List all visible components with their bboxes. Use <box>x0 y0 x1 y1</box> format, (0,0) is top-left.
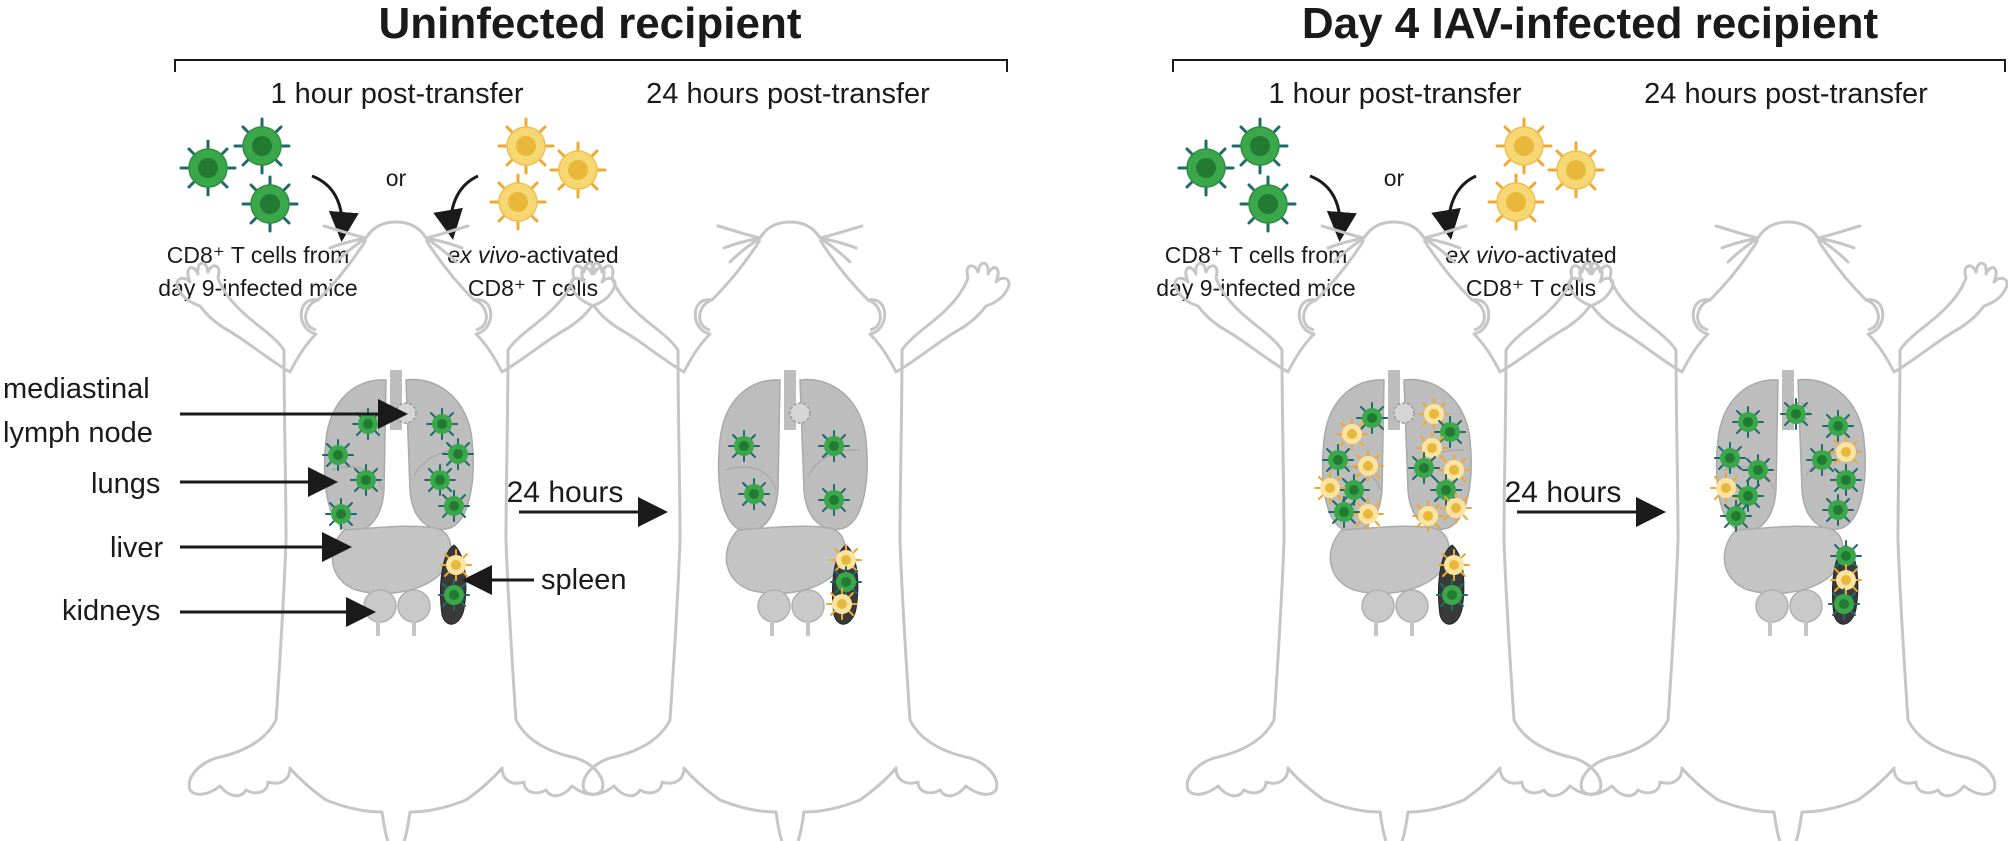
panel-uninfected: Uninfected recipient 1 hour post-transfe… <box>3 0 1011 841</box>
label-spleen: spleen <box>541 564 626 596</box>
organ-labels: mediastinal lymph node lungs liver kidne… <box>3 373 626 627</box>
column-label-24h: 24 hours post-transfer <box>646 78 930 110</box>
bracket <box>1172 59 2006 72</box>
transfer-arrow-activated <box>433 174 479 240</box>
mouse-24h <box>1567 220 2008 841</box>
panel-title: Day 4 IAV-infected recipient <box>1302 0 1879 48</box>
time-arrow-label: 24 hours <box>1505 476 1622 509</box>
transfer-arrow-memory <box>1309 174 1357 242</box>
memory-cells-caption-line1: CD8⁺ T cells from <box>1165 242 1348 268</box>
or-label: or <box>1384 165 1405 191</box>
mouse-1h <box>175 220 617 841</box>
label-mediastinal: mediastinal <box>3 373 150 405</box>
label-kidneys: kidneys <box>62 595 160 627</box>
bracket <box>174 59 1008 72</box>
transfer-arrow-memory <box>311 174 359 242</box>
activated-cd8-cells <box>489 117 607 231</box>
column-label-1h: 1 hour post-transfer <box>1268 78 1521 110</box>
time-arrow-label: 24 hours <box>507 476 624 509</box>
label-lymph-node: lymph node <box>3 417 153 449</box>
memory-cells-caption-line2: day 9-infected mice <box>1156 275 1355 301</box>
memory-cells-caption-line2: day 9-infected mice <box>158 275 357 301</box>
memory-cells-caption-line1: CD8⁺ T cells from <box>167 242 350 268</box>
label-liver: liver <box>110 532 164 564</box>
activated-cd8-cells <box>1487 117 1605 231</box>
panel-title: Uninfected recipient <box>379 0 802 48</box>
panel-infected: Day 4 IAV-infected recipient 1 hour post… <box>1156 0 2008 841</box>
mouse-24h <box>569 220 1011 841</box>
column-label-24h: 24 hours post-transfer <box>1644 78 1928 110</box>
label-lungs: lungs <box>91 468 160 500</box>
column-label-1h: 1 hour post-transfer <box>270 78 523 110</box>
memory-cd8-cells <box>1177 117 1297 233</box>
transfer-arrow-activated <box>1431 174 1477 240</box>
mouse-1h <box>1173 220 1615 841</box>
or-label: or <box>386 165 407 191</box>
memory-cd8-cells <box>179 117 299 233</box>
